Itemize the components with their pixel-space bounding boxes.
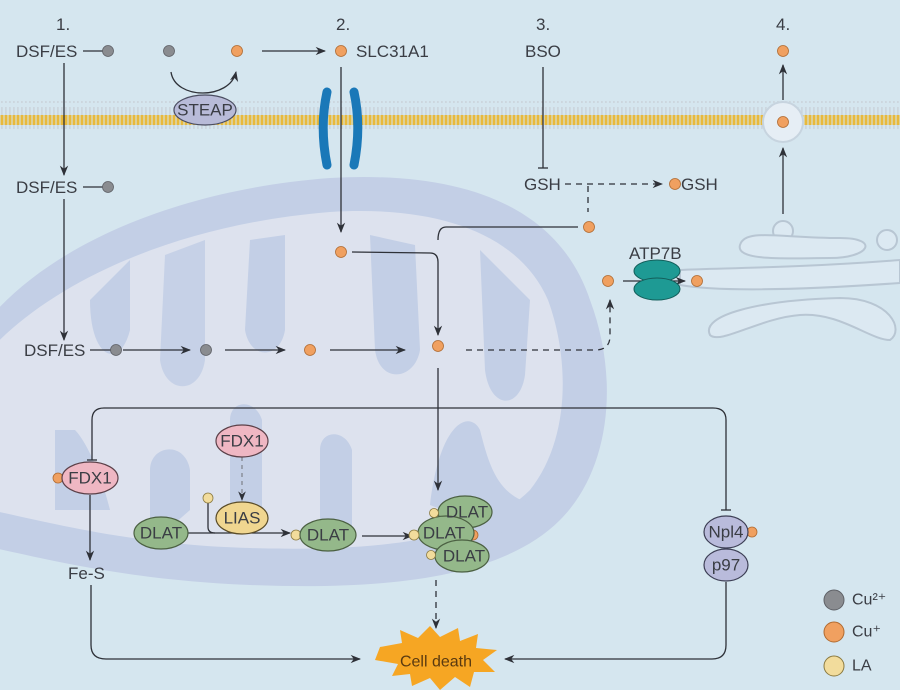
line-la-join [207, 503, 216, 534]
atp7b-bottom [633, 277, 681, 301]
cell-death-burst [375, 626, 497, 690]
cu2-dot [200, 344, 212, 356]
cu1-dot [777, 45, 789, 57]
lias-protein [215, 501, 269, 535]
cu2-dot [102, 181, 114, 193]
steap-protein [173, 94, 237, 126]
p97-label: p97 [712, 556, 740, 575]
legend-cu1-swatch [823, 621, 845, 643]
dlat-label-3b: DLAT [423, 524, 465, 543]
p97-protein [703, 548, 749, 582]
copper-ions [102, 45, 212, 356]
atp7b-label: ATP7B [629, 244, 682, 263]
dlat-aggregate: DLAT DLAT DLAT [408, 495, 493, 573]
arrow-fes-to-death [90, 585, 362, 664]
dlat-label-3c: DLAT [443, 547, 485, 566]
step-2: 2. [336, 15, 350, 34]
cu1-dot [602, 275, 614, 287]
la-dot [408, 529, 420, 541]
npl4-label: Npl4 [709, 523, 744, 542]
cu1-dot [335, 45, 347, 57]
cu1-dot [304, 344, 316, 356]
step-3: 3. [536, 15, 550, 34]
npl4-protein [703, 515, 749, 549]
fdx1-left-protein [61, 461, 119, 495]
cu2-dot [110, 344, 122, 356]
dsf-es-label-mito: DSF/ES [24, 341, 85, 360]
cu1-ions [52, 45, 789, 541]
cu1-dot [432, 340, 444, 352]
arrow-cu-to-mito [351, 251, 443, 337]
cu1-dot [335, 246, 347, 258]
arrow-steap-reduction [170, 70, 239, 94]
dlat-label-3a: DLAT [446, 503, 488, 522]
legend-cu2-label: Cu²⁺ [852, 592, 886, 609]
dsf-es-label-top: DSF/ES [16, 42, 77, 61]
gsh-label: GSH [524, 175, 561, 194]
steap-label: STEAP [177, 101, 233, 120]
cu1-dot [583, 221, 595, 233]
la-dot [202, 492, 214, 504]
line-cu-from-gsh [437, 226, 578, 241]
step-4: 4. [776, 15, 790, 34]
legend-cu2-swatch [823, 589, 845, 611]
fdx1-left-label: FDX1 [68, 469, 111, 488]
arrow-npl4-to-death [503, 582, 727, 664]
la-dot [426, 550, 436, 560]
dlat-protein-1 [133, 516, 189, 550]
cell-membrane [0, 101, 900, 129]
cu2-dot [102, 45, 114, 57]
dlat-protein-2 [299, 518, 357, 552]
cu-gsh-label: GSH [681, 175, 718, 194]
cu1-dot [777, 116, 789, 128]
bso-label: BSO [525, 42, 561, 61]
cu2-dot [163, 45, 175, 57]
cell-death-label: Cell death [400, 654, 472, 671]
la-dot [429, 508, 439, 518]
dsf-es-label-mid: DSF/ES [16, 178, 77, 197]
legend: Cu²⁺ Cu⁺ LA [823, 589, 886, 677]
mitochondrion [0, 177, 607, 587]
slc31a1-transporter [318, 87, 363, 170]
legend-la-swatch [823, 655, 845, 677]
lias-label: LIAS [224, 509, 261, 528]
inhibit-loop-line [91, 407, 727, 510]
fe-s-label: Fe-S [68, 564, 105, 583]
cu1-dot [691, 275, 703, 287]
fdx1-top-protein [215, 424, 269, 458]
cu1-dot [669, 178, 681, 190]
dlat-label-2: DLAT [307, 526, 349, 545]
step-1: 1. [56, 15, 70, 34]
fdx1-top-label: FDX1 [220, 432, 263, 451]
legend-la-label: LA [852, 658, 872, 675]
dlat-label-1: DLAT [140, 524, 182, 543]
cu1-dot [231, 45, 243, 57]
slc31a1-label: SLC31A1 [356, 42, 429, 61]
legend-cu1-label: Cu⁺ [852, 624, 881, 641]
golgi-apparatus [679, 220, 900, 342]
